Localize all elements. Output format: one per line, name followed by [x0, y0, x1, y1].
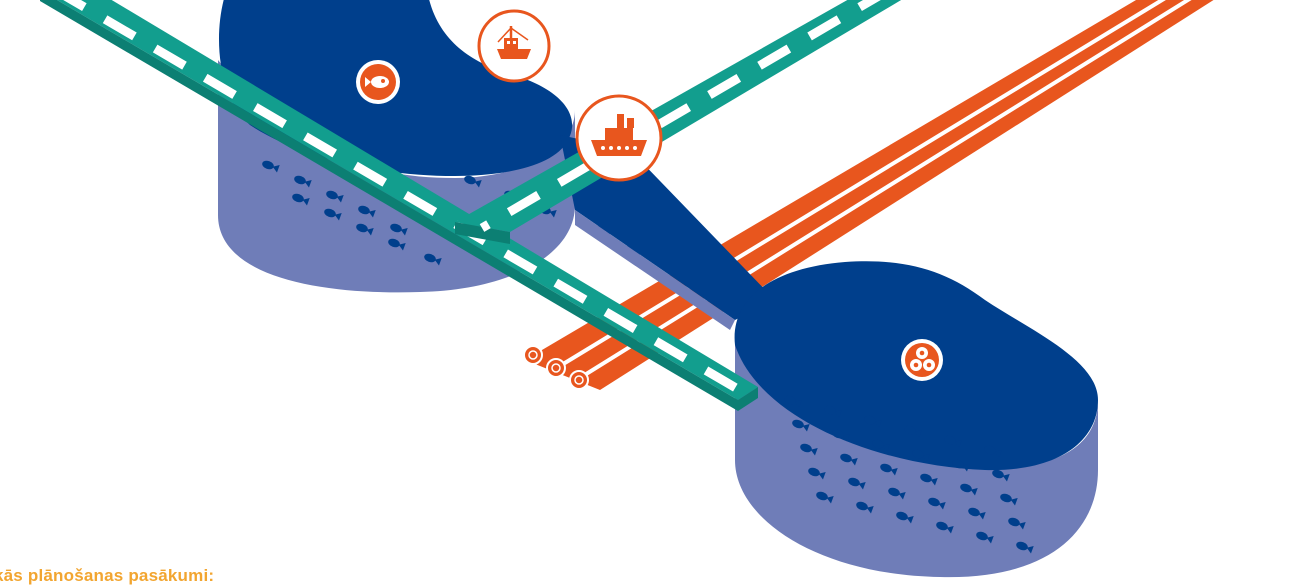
fish-icon: [356, 60, 400, 104]
fish-farm-icon: [901, 339, 943, 381]
aquaculture-area-block: [735, 261, 1098, 577]
cargo-ship-icon: [577, 96, 661, 180]
cable-end-2: [547, 359, 565, 377]
cable-end-1: [524, 346, 542, 364]
cable-end-3: [570, 371, 588, 389]
section-heading: kās plānošanas pasākumi:: [0, 566, 214, 586]
fishing-boat-icon: [479, 11, 549, 81]
